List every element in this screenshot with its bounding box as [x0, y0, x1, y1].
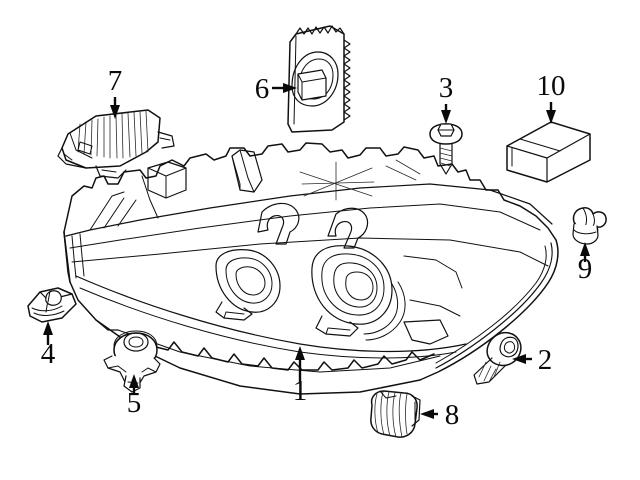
callout-6-leader [272, 83, 297, 93]
callout-4-leader [43, 321, 53, 345]
callout-number-2: 2 [538, 344, 553, 376]
callout-number-9: 9 [578, 253, 593, 285]
part-7-led-driver-module[interactable] [57, 109, 175, 179]
part-8-rubber-boot-cover[interactable] [370, 390, 421, 438]
projector-ring-right [311, 245, 406, 341]
callout-3-leader [441, 104, 451, 124]
callout-number-10: 10 [537, 70, 566, 102]
part-4-retaining-clip-nut[interactable] [27, 287, 77, 323]
part-9-grommet-plug[interactable] [572, 207, 607, 245]
callout-number-4: 4 [41, 338, 56, 370]
part-2-flange-bolt[interactable] [473, 331, 522, 385]
callout-10-leader [546, 102, 556, 124]
projector-ring-left [215, 249, 281, 321]
callout-7-leader [110, 97, 120, 119]
callout-5-leader [129, 374, 139, 393]
part-3-hex-head-screw[interactable] [429, 123, 463, 175]
callout-2-leader [512, 354, 532, 364]
callout-leaders: 1 2 3 4 5 6 7 8 9 10 [41, 65, 593, 431]
callout-number-7: 7 [108, 65, 123, 97]
callout-1-leader [295, 346, 305, 383]
callout-number-5: 5 [127, 387, 142, 419]
part-6-control-module-hid[interactable] [287, 25, 351, 133]
part-10-control-unit-box[interactable] [506, 121, 591, 183]
callout-8-leader [420, 409, 438, 419]
callout-number-1: 1 [293, 375, 308, 407]
callout-number-8: 8 [445, 399, 460, 431]
callout-number-6: 6 [255, 73, 270, 105]
callout-9-leader [580, 242, 590, 262]
callout-number-3: 3 [439, 72, 454, 104]
